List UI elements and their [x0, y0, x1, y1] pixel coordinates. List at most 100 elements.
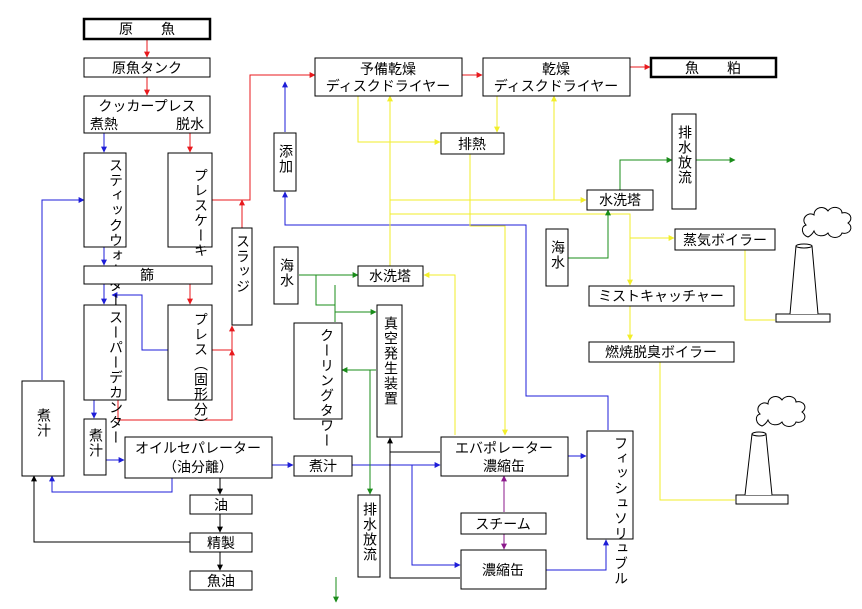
- evaporator-box: エバポレーター 濃縮缶: [440, 436, 569, 477]
- flow-blue: [41, 197, 85, 380]
- concentrator-box: 濃縮缶: [460, 549, 547, 590]
- wash-tower-right-box: 水洗塔: [586, 189, 654, 211]
- flow-yellow: [357, 96, 441, 145]
- deodor-boiler-label: 燃焼脱臭ボイラー: [605, 344, 717, 361]
- seawater-left-label: 海水: [278, 258, 294, 288]
- pre-dryer-box: 予備乾燥 ディスクドライヤー: [314, 57, 463, 97]
- flow-red: [117, 349, 235, 421]
- exhaust-heat-label: 排熱: [458, 137, 486, 153]
- seawater-left-box: 海水: [273, 246, 299, 305]
- flow-black: [31, 475, 190, 543]
- flow-green: [568, 209, 611, 259]
- vacuum-gen-box: 真空発生装置: [376, 304, 403, 438]
- chimney-upper: [775, 206, 852, 323]
- pre-dryer-label-1: 予備乾燥: [360, 62, 416, 78]
- cooker-press-box: クッカープレス 煮熱 脱水: [83, 95, 211, 134]
- evaporator-label-2: 濃縮缶: [483, 459, 525, 475]
- oil-separator-label-2: （油分離）: [163, 459, 233, 476]
- evaporator-label-1: エバポレーター: [455, 441, 553, 457]
- stick-water-label: スティックウォーター: [107, 158, 123, 308]
- smoke-cloud-lower: [755, 395, 806, 427]
- fish-meal-box: 魚 粕: [649, 56, 778, 79]
- refining-box: 精製: [189, 532, 253, 553]
- flow-blue: [111, 292, 168, 351]
- flow-yellow: [744, 250, 775, 321]
- press-solid-label: プレス（固形分）: [192, 312, 208, 432]
- stick-water-box: スティックウォーター: [83, 152, 127, 308]
- flow-yellow: [659, 362, 735, 501]
- seawater-right-box: 海水: [545, 228, 569, 287]
- pre-dryer-label-2: ディスクドライヤー: [326, 78, 451, 95]
- flow-green: [315, 275, 336, 322]
- flow-blue: [411, 465, 461, 568]
- dryer-label-2: ディスクドライヤー: [494, 78, 619, 95]
- cooling-tower-label: クーリングタワー: [318, 328, 334, 448]
- raw-fish-label: 原 魚: [119, 22, 175, 38]
- steam-label: スチーム: [475, 517, 531, 533]
- sieve-label: 篩: [140, 268, 154, 284]
- connectors: [31, 38, 775, 603]
- fish-soluble-label: フィッシュソリュブル: [612, 436, 628, 586]
- cooking-label: 煮熱: [90, 117, 118, 133]
- concentrator-label: 濃縮缶: [482, 563, 524, 579]
- mist-catcher-box: ミストキャッチャー: [588, 285, 735, 307]
- steam-boiler-box: 蒸気ボイラー: [674, 228, 776, 251]
- cooling-tower-box: クーリングタワー: [293, 322, 343, 448]
- boiled-juice-left-box: 煮汁: [21, 380, 65, 477]
- discharge-top-label: 排水放流: [676, 125, 692, 185]
- flow-yellow: [469, 154, 508, 436]
- smoke-cloud-upper: [801, 206, 852, 238]
- flow-blue: [282, 191, 609, 430]
- flow-yellow: [629, 214, 675, 241]
- discharge-top-box: 排水放流: [671, 113, 697, 210]
- oil-label: 油: [214, 498, 228, 514]
- wash-tower-mid-box: 水洗塔: [357, 265, 424, 287]
- chimney-lower: [735, 395, 806, 505]
- boiled-juice-mid-label: 煮汁: [309, 459, 337, 475]
- oil-box: 油: [189, 494, 253, 515]
- fish-meal-label: 魚 粕: [685, 61, 741, 77]
- fish-oil-label: 魚油: [207, 574, 235, 590]
- flow-red: [212, 72, 316, 201]
- wash-tower-mid-label: 水洗塔: [369, 269, 411, 285]
- steam-boiler-label: 蒸気ボイラー: [683, 233, 767, 249]
- additive-label: 添加: [277, 144, 293, 174]
- flow-blue: [49, 475, 173, 493]
- discharge-bottom-box: 排水放流: [357, 494, 381, 578]
- exhaust-heat-box: 排熱: [440, 132, 505, 155]
- raw-fish-tank-label: 原魚タンク: [112, 61, 182, 77]
- oil-separator-box: オイルセパレーター （油分離）: [124, 436, 273, 479]
- deodor-boiler-box: 燃焼脱臭ボイラー: [588, 341, 735, 363]
- flow-black: [387, 437, 460, 579]
- press-cake-label: プレスケーキ: [192, 168, 208, 258]
- refining-label: 精製: [207, 536, 235, 552]
- super-decanter-label: スーパーデカンター: [107, 310, 123, 445]
- cooker-press-label: クッカープレス: [98, 99, 195, 115]
- seawater-right-label: 海水: [549, 240, 565, 270]
- raw-fish-box: 原 魚: [82, 17, 212, 41]
- oil-separator-label-1: オイルセパレーター: [135, 441, 261, 457]
- wash-tower-right-label: 水洗塔: [599, 193, 641, 209]
- steam-box: スチーム: [460, 512, 547, 535]
- boiled-juice-small-label: 煮汁: [87, 428, 103, 458]
- additive-box: 添加: [273, 132, 297, 192]
- flow-green: [334, 285, 377, 315]
- dryer-label-1: 乾燥: [542, 62, 570, 78]
- sieve-box: 篩: [83, 265, 213, 285]
- sludge-label: スラッジ: [234, 234, 250, 294]
- sludge-box: スラッジ: [231, 227, 253, 326]
- vacuum-gen-label: 真空発生装置: [382, 316, 398, 406]
- flow-red: [212, 325, 235, 351]
- boiled-juice-left-label: 煮汁: [35, 408, 51, 438]
- dryer-box: 乾燥 ディスクドライヤー: [482, 57, 631, 97]
- flow-blue: [546, 539, 609, 571]
- flow-yellow: [423, 272, 456, 435]
- fish-oil-box: 魚油: [189, 570, 253, 591]
- discharge-bottom-label: 排水放流: [361, 502, 377, 562]
- dewater-label: 脱水: [176, 117, 204, 133]
- super-decanter-box: スーパーデカンター: [83, 304, 127, 445]
- boiled-juice-mid-box: 煮汁: [293, 455, 353, 477]
- press-cake-box: プレスケーキ: [167, 152, 213, 258]
- raw-fish-tank-box: 原魚タンク: [83, 57, 211, 78]
